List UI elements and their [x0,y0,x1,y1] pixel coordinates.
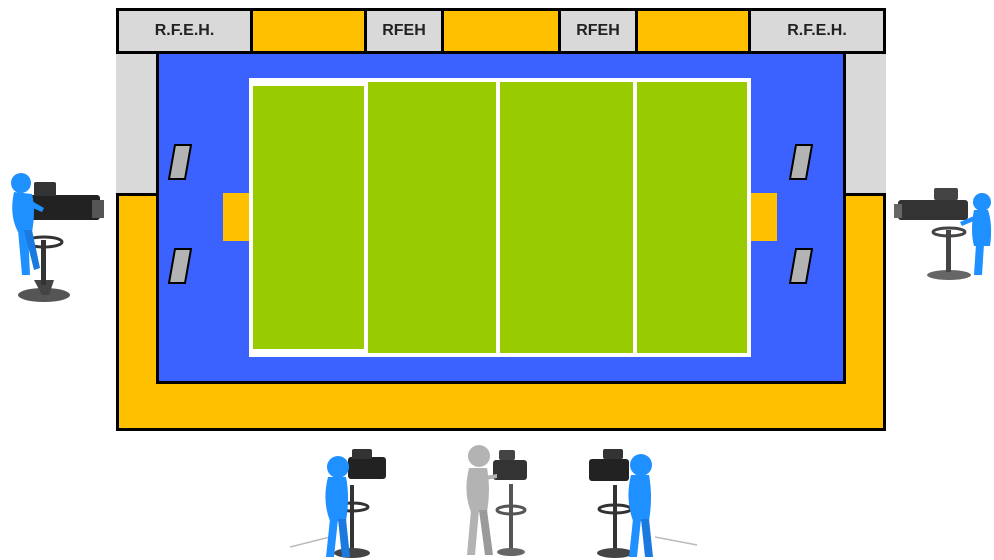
ad-board-3: RFEH [364,8,444,54]
camera-operator-icon [455,440,535,560]
ad-board-2 [250,8,367,54]
bench-icon [789,143,813,181]
ad-board-7: R.F.E.H. [748,8,886,54]
camera-operator-icon [4,170,104,310]
bench-icon [168,247,192,285]
ad-board-1: R.F.E.H. [116,8,253,54]
ad-board-4 [441,8,561,54]
camera-operator-icon [894,180,994,290]
pitch-line-1 [364,82,368,353]
camera-operator-icon [585,445,700,560]
pitch-line-center [496,82,500,353]
goal-right [750,193,777,241]
pitch [249,78,751,357]
goal-left [223,193,250,241]
ad-board-6 [635,8,751,54]
bench-icon [168,143,192,181]
ad-board-5: RFEH [558,8,638,54]
pitch-line-top-left [253,82,366,86]
divider-right [843,193,886,196]
divider-left [116,193,159,196]
pitch-line-bottom-left [253,349,366,353]
bench-icon [789,247,813,285]
pitch-line-3 [633,82,637,353]
camera-operator-icon [290,445,400,560]
